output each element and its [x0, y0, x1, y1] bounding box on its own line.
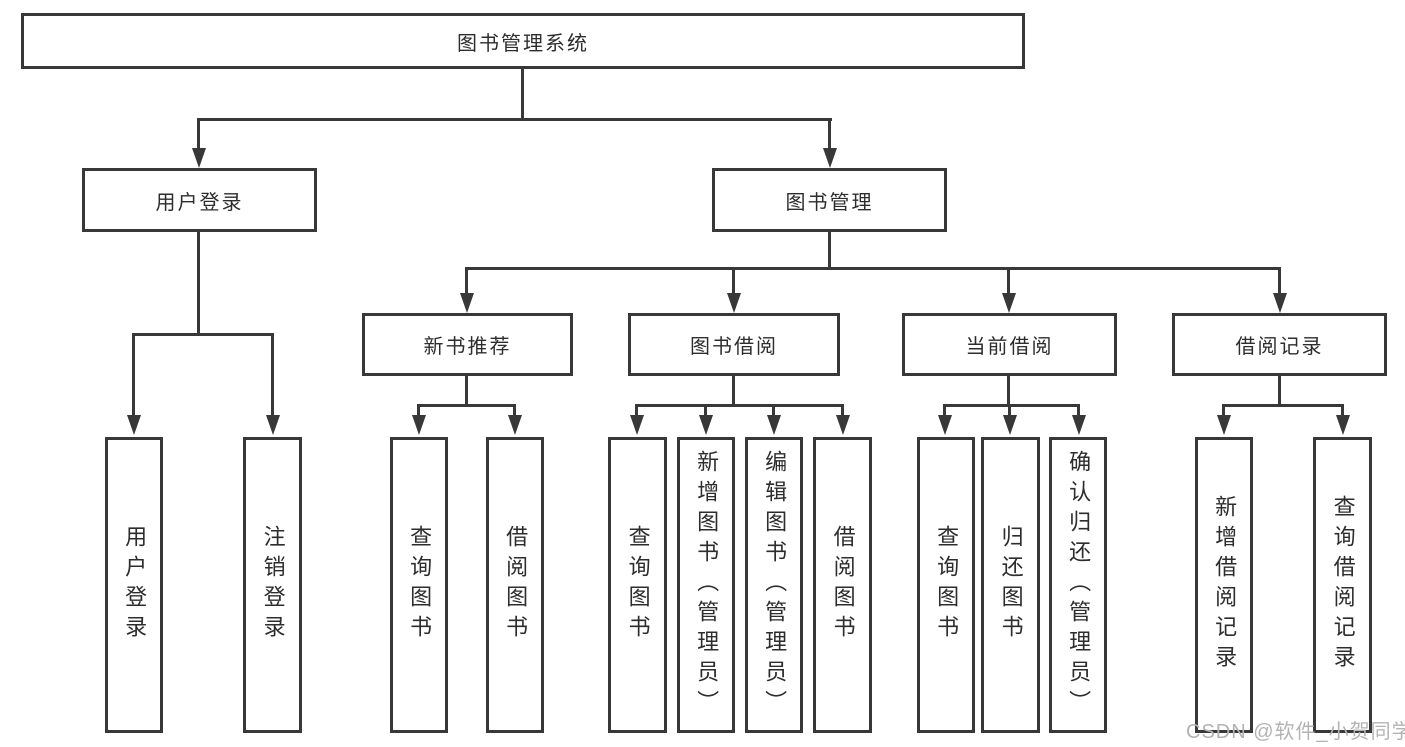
connector [132, 333, 135, 415]
arrow-down-icon [1072, 415, 1086, 435]
leaf-edit-books-admin: 编辑图书（管理员） [745, 437, 803, 733]
arrow-down-icon [192, 148, 206, 168]
leaf-query-books-recommend: 查询图书 [390, 437, 448, 733]
connector [271, 333, 274, 415]
arrow-down-icon [460, 293, 474, 313]
node-current-borrowing: 当前借阅 [902, 313, 1117, 376]
node-user-login: 用户登录 [82, 168, 317, 232]
connector [1007, 376, 1010, 407]
connector [828, 232, 831, 270]
node-label: 注销登录 [260, 525, 286, 645]
leaf-add-borrow-record: 新增借阅记录 [1195, 437, 1253, 733]
leaf-user-login: 用户登录 [105, 437, 163, 733]
watermark: CSDN @软件_小贺同学 [1186, 721, 1405, 743]
node-label: 查询图书 [407, 525, 433, 645]
node-label: 借阅图书 [503, 525, 529, 645]
arrow-down-icon [1336, 415, 1350, 435]
connector [732, 267, 735, 293]
node-label: 当前借阅 [965, 336, 1054, 358]
arrow-down-icon [127, 415, 141, 435]
connector [132, 333, 274, 336]
connector [1007, 267, 1010, 293]
node-new-book-recommend: 新书推荐 [362, 313, 573, 376]
node-root-library-system: 图书管理系统 [21, 13, 1025, 69]
node-label: 查询图书 [934, 525, 960, 645]
arrow-down-icon [630, 415, 644, 435]
node-label: 新书推荐 [423, 336, 512, 358]
connector [197, 118, 832, 121]
connector [1077, 404, 1080, 415]
node-label: 查询图书 [625, 525, 651, 645]
node-label: 用户登录 [122, 525, 148, 645]
arrow-down-icon [508, 415, 522, 435]
node-label: 查询借阅记录 [1330, 495, 1356, 675]
connector [828, 118, 831, 148]
connector [635, 404, 638, 415]
connector [513, 404, 516, 415]
node-label: 新增图书（管理员） [694, 450, 720, 720]
connector [1222, 404, 1225, 415]
connector [197, 232, 200, 336]
connector [465, 376, 468, 407]
connector [465, 267, 1281, 270]
arrow-down-icon [823, 148, 837, 168]
connector [197, 118, 200, 148]
arrow-down-icon [1003, 415, 1017, 435]
arrow-down-icon [727, 293, 741, 313]
connector [943, 404, 946, 415]
arrow-down-icon [1002, 293, 1016, 313]
connector [1008, 404, 1011, 415]
arrow-down-icon [412, 415, 426, 435]
arrow-down-icon [1273, 293, 1287, 313]
node-label: 新增借阅记录 [1212, 495, 1238, 675]
arrow-down-icon [1217, 415, 1231, 435]
node-label: 编辑图书（管理员） [762, 450, 788, 720]
arrow-down-icon [836, 415, 850, 435]
node-label: 用户登录 [155, 191, 244, 214]
node-label: 借阅记录 [1235, 336, 1324, 358]
arrow-down-icon [266, 415, 280, 435]
connector [1222, 404, 1344, 407]
node-book-borrowing: 图书借阅 [628, 313, 840, 376]
connector [772, 404, 775, 415]
connector [1341, 404, 1344, 415]
leaf-confirm-return-admin: 确认归还（管理员） [1049, 437, 1107, 733]
connector [465, 267, 468, 293]
arrow-down-icon [938, 415, 952, 435]
connector [1278, 267, 1281, 293]
node-borrow-records: 借阅记录 [1172, 313, 1387, 376]
arrow-down-icon [767, 415, 781, 435]
node-book-management: 图书管理 [712, 168, 947, 232]
connector [417, 404, 420, 415]
connector [635, 404, 844, 407]
connector [417, 404, 516, 407]
node-label: 图书借阅 [690, 336, 778, 358]
node-label: 借阅图书 [830, 525, 856, 645]
connector [521, 69, 524, 119]
leaf-query-books-borrowing: 查询图书 [608, 437, 667, 733]
leaf-query-borrow-record: 查询借阅记录 [1313, 437, 1372, 733]
node-label: 确认归还（管理员） [1066, 450, 1092, 720]
leaf-query-books-current: 查询图书 [917, 437, 975, 733]
leaf-borrow-books-recommend: 借阅图书 [486, 437, 544, 733]
leaf-borrow-books: 借阅图书 [813, 437, 872, 733]
leaf-logout: 注销登录 [243, 437, 302, 733]
arrow-down-icon [699, 415, 713, 435]
connector [841, 404, 844, 415]
node-label: 图书管理系统 [457, 32, 589, 55]
connector [732, 376, 735, 407]
connector [704, 404, 707, 415]
node-label: 归还图书 [998, 525, 1024, 645]
leaf-add-books-admin: 新增图书（管理员） [677, 437, 735, 733]
connector [943, 404, 1080, 407]
leaf-return-books: 归还图书 [981, 437, 1040, 733]
connector [1278, 376, 1281, 407]
node-label: 图书管理 [785, 191, 874, 214]
